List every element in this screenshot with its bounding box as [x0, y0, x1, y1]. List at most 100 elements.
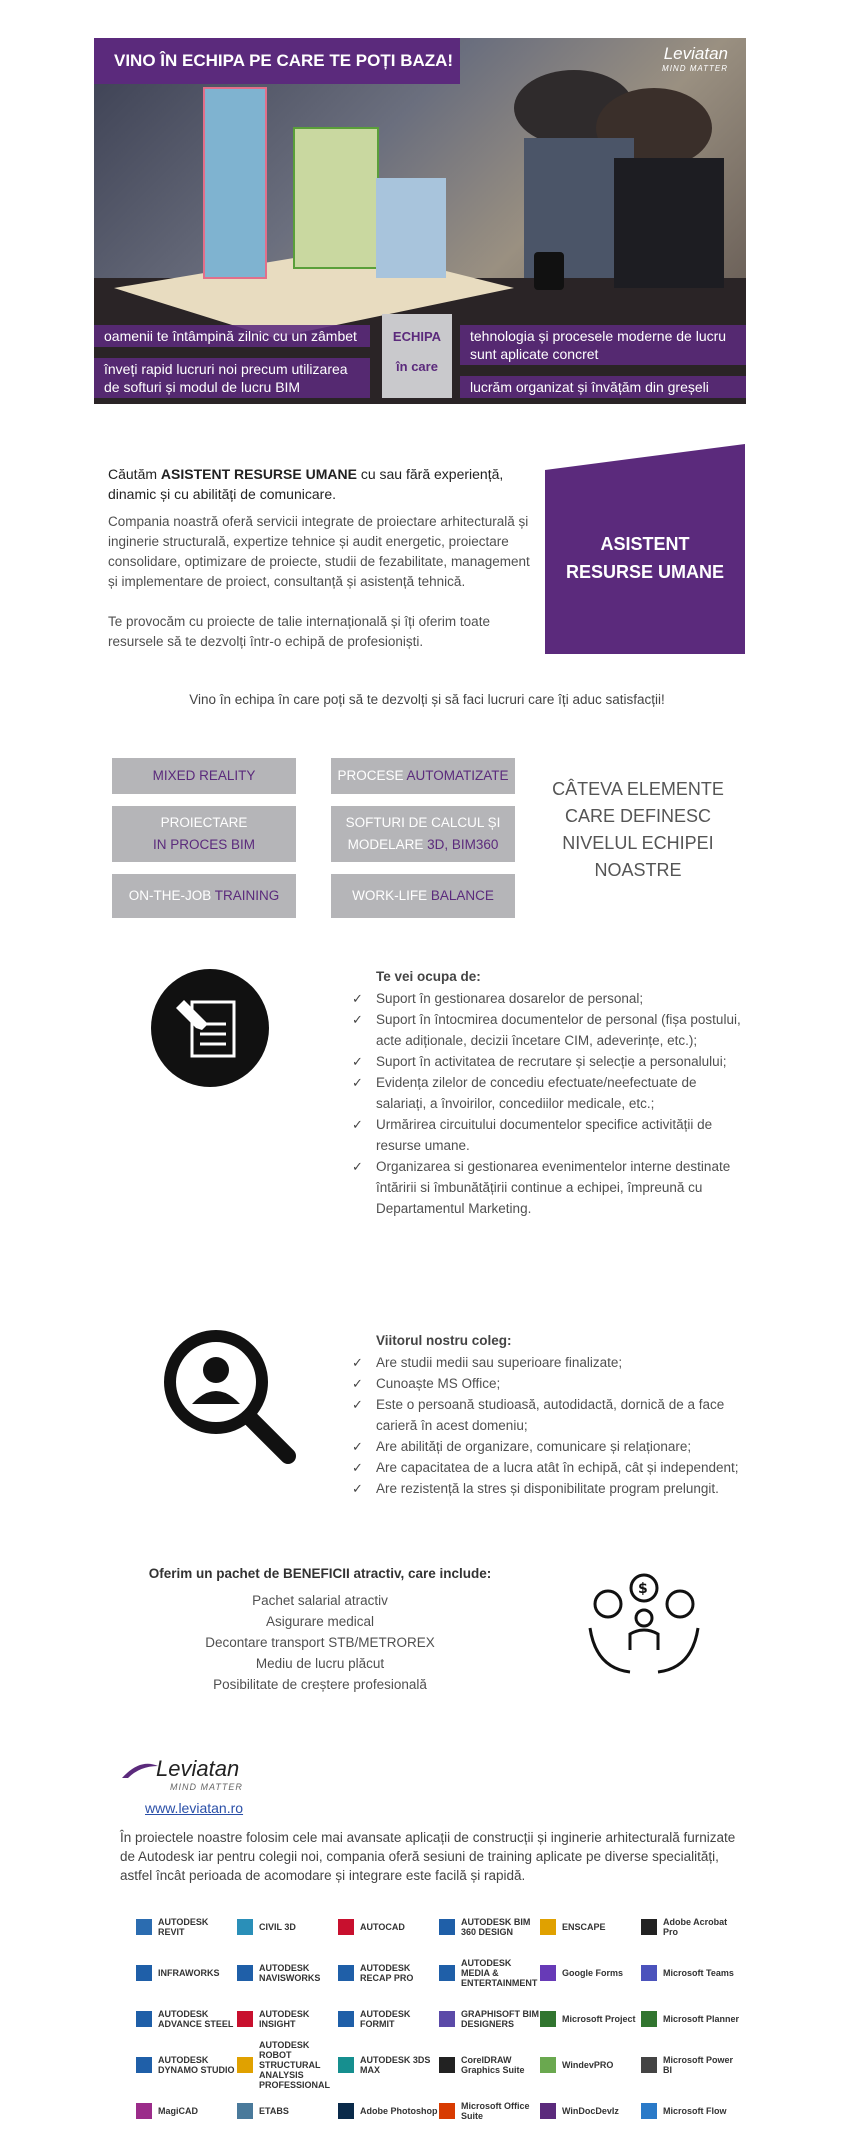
software-logo: WinDocDevIz — [540, 2099, 641, 2123]
software-logo-label: CorelDRAW Graphics Suite — [461, 2055, 525, 2075]
hero-logo-tag: MIND MATTER — [662, 64, 728, 73]
feature-mixed-reality: MIXED REALITY — [112, 758, 296, 794]
software-logo-icon — [136, 2103, 152, 2119]
software-logo-label: WindevPRO — [562, 2060, 614, 2070]
software-logo: AUTODESK DYNAMO STUDIO — [136, 2053, 237, 2077]
document-edit-icon — [151, 969, 269, 1087]
software-logo-icon — [439, 1965, 455, 1981]
software-logo-icon — [136, 1965, 152, 1981]
software-logo-label: ETABS — [259, 2106, 289, 2116]
website-link[interactable]: www.leviatan.ro — [145, 1800, 244, 1816]
feature-work-life-purple: BALANCE — [430, 888, 494, 903]
software-logo-label: CIVIL 3D — [259, 1922, 296, 1932]
duties-list: Suport în gestionarea dosarelor de perso… — [352, 988, 742, 1219]
feature-software-line2: MODELARE 3D, BIM360 — [348, 834, 499, 856]
feature-training-label: ON-THE-JOB TRAINING — [129, 885, 280, 907]
feature-training-purple: TRAINING — [214, 888, 280, 903]
list-item: Suport în gestionarea dosarelor de perso… — [352, 988, 742, 1009]
software-logo-label: Adobe Photoshop — [360, 2106, 438, 2116]
list-item: Are studii medii sau superioare finaliza… — [352, 1352, 742, 1373]
software-logo-icon — [237, 2011, 253, 2027]
software-logo-label: MagiCAD — [158, 2106, 198, 2116]
software-logo-icon — [641, 2103, 657, 2119]
benefit-item: Mediu de lucru plăcut — [255, 1656, 385, 1671]
feature-software-white: MODELARE — [347, 837, 428, 852]
benefits-hands-icon: $ — [588, 1573, 700, 1674]
hero-banner: VINO ÎN ECHIPA PE CARE TE POȚI BAZA! Lev… — [94, 38, 746, 404]
software-logo-icon — [338, 2011, 354, 2027]
feature-automated-processes: PROCESE AUTOMATIZATE — [331, 758, 515, 794]
software-logo-label: ENSCAPE — [562, 1922, 606, 1932]
software-logo-icon — [540, 1919, 556, 1935]
software-logo-label: AUTODESK REVIT — [158, 1917, 209, 1937]
hero-center-line-1: ECHIPA — [392, 329, 442, 344]
software-logo: Microsoft Planner — [641, 2007, 742, 2031]
software-logo: AUTODESK RECAP PRO — [338, 1961, 439, 1985]
hero-scene-illustration — [94, 70, 746, 404]
software-logo-label: AUTODESK ADVANCE STEEL — [158, 2009, 234, 2029]
software-logo: Microsoft Project — [540, 2007, 641, 2031]
software-logo-label: Google Forms — [562, 1968, 624, 1978]
role-badge: ASISTENT RESURSE UMANE — [565, 534, 725, 582]
software-logo: AUTODESK 3DS MAX — [338, 2053, 439, 2077]
feature-software: SOFTURI DE CALCUL ȘI MODELARE 3D, BIM360 — [331, 806, 515, 862]
software-logo-label: Microsoft Planner — [663, 2014, 740, 2024]
feature-work-life-label: WORK-LIFE BALANCE — [352, 885, 494, 907]
software-logo-icon — [338, 2057, 354, 2073]
benefit-item: Asigurare medical — [265, 1614, 375, 1629]
feature-automated-label: PROCESE AUTOMATIZATE — [337, 765, 508, 787]
profile-list: Are studii medii sau superioare finaliza… — [352, 1352, 742, 1499]
software-logo: WindevPRO — [540, 2053, 641, 2077]
footer-logo: Leviatan MIND MATTER — [120, 1756, 243, 1792]
duties-title: Te vei ocupa de: — [376, 969, 481, 984]
software-logo: Microsoft Teams — [641, 1961, 742, 1985]
software-logo-icon — [540, 2011, 556, 2027]
role-badge-shape — [545, 444, 745, 654]
footer-logo-tag: MIND MATTER — [170, 1782, 243, 1792]
software-logo-label: Microsoft Office Suite — [461, 2101, 530, 2121]
software-logo: MagiCAD — [136, 2099, 237, 2123]
software-logo-icon — [540, 1965, 556, 1981]
software-logo-label: AUTODESK ROBOT STRUCTURAL ANALYSIS PROFE… — [259, 2040, 331, 2090]
hero-point-right-2: lucrăm organizat și învățăm din greșeli — [460, 376, 746, 398]
software-logo-icon — [641, 2011, 657, 2027]
feature-software-line1: SOFTURI DE CALCUL ȘI — [345, 815, 501, 830]
leviatan-swoosh-icon — [122, 1763, 158, 1778]
software-logo: AUTODESK ADVANCE STEEL — [136, 2007, 237, 2031]
feature-bim-purple: IN PROCES BIM — [152, 837, 255, 852]
hero-logo-name: Leviatan — [663, 44, 728, 63]
software-logo-icon — [237, 2057, 253, 2073]
software-logo: Adobe Photoshop — [338, 2099, 439, 2123]
software-logo: Microsoft Flow — [641, 2099, 742, 2123]
software-logo-icon — [136, 1919, 152, 1935]
benefits-title: Oferim un pachet de BENEFICII atractiv, … — [148, 1566, 492, 1581]
software-logo-label: INFRAWORKS — [158, 1968, 220, 1978]
software-logos-grid: AUTODESK REVIT CIVIL 3D AUTOCAD AUTODESK BI… — [136, 1904, 742, 2134]
software-logo-icon — [540, 2103, 556, 2119]
software-logo-label: AUTODESK INSIGHT — [259, 2009, 310, 2029]
intro-section: Căutăm ASISTENT RESURSE UMANE cu sau făr… — [108, 464, 538, 652]
software-logo-label: Adobe Acrobat Pro — [663, 1917, 728, 1937]
software-logo: AUTOCAD — [338, 1915, 439, 1939]
benefit-item: Decontare transport STB/METROREX — [205, 1635, 435, 1650]
list-item: Are rezistență la stres și disponibilita… — [352, 1478, 742, 1499]
feature-automated-white: PROCESE — [337, 768, 407, 783]
software-logo: Google Forms — [540, 1961, 641, 1985]
software-logo-icon — [136, 2011, 152, 2027]
software-logo-label: AUTODESK MEDIA & ENTERTAINMENT — [461, 1958, 538, 1988]
software-logo-label: Microsoft Teams — [663, 1968, 734, 1978]
software-logo: CIVIL 3D — [237, 1915, 338, 1939]
software-logo-icon — [439, 2103, 455, 2119]
feature-mixed-reality-label: MIXED REALITY — [152, 768, 256, 783]
software-logo-icon — [641, 1919, 657, 1935]
software-logo-icon — [439, 2057, 455, 2073]
software-logo-label: AUTODESK BIM 360 DESIGN — [461, 1917, 531, 1937]
software-logo: Adobe Acrobat Pro — [641, 1915, 742, 1939]
software-logo-icon — [237, 1965, 253, 1981]
software-logo-label: AUTODESK 3DS MAX — [360, 2055, 431, 2075]
software-logo: AUTODESK FORMIT — [338, 2007, 439, 2031]
footer-logo-name: Leviatan — [156, 1756, 240, 1781]
profile-title: Viitorul nostru coleg: — [376, 1333, 512, 1348]
software-logo: ETABS — [237, 2099, 338, 2123]
